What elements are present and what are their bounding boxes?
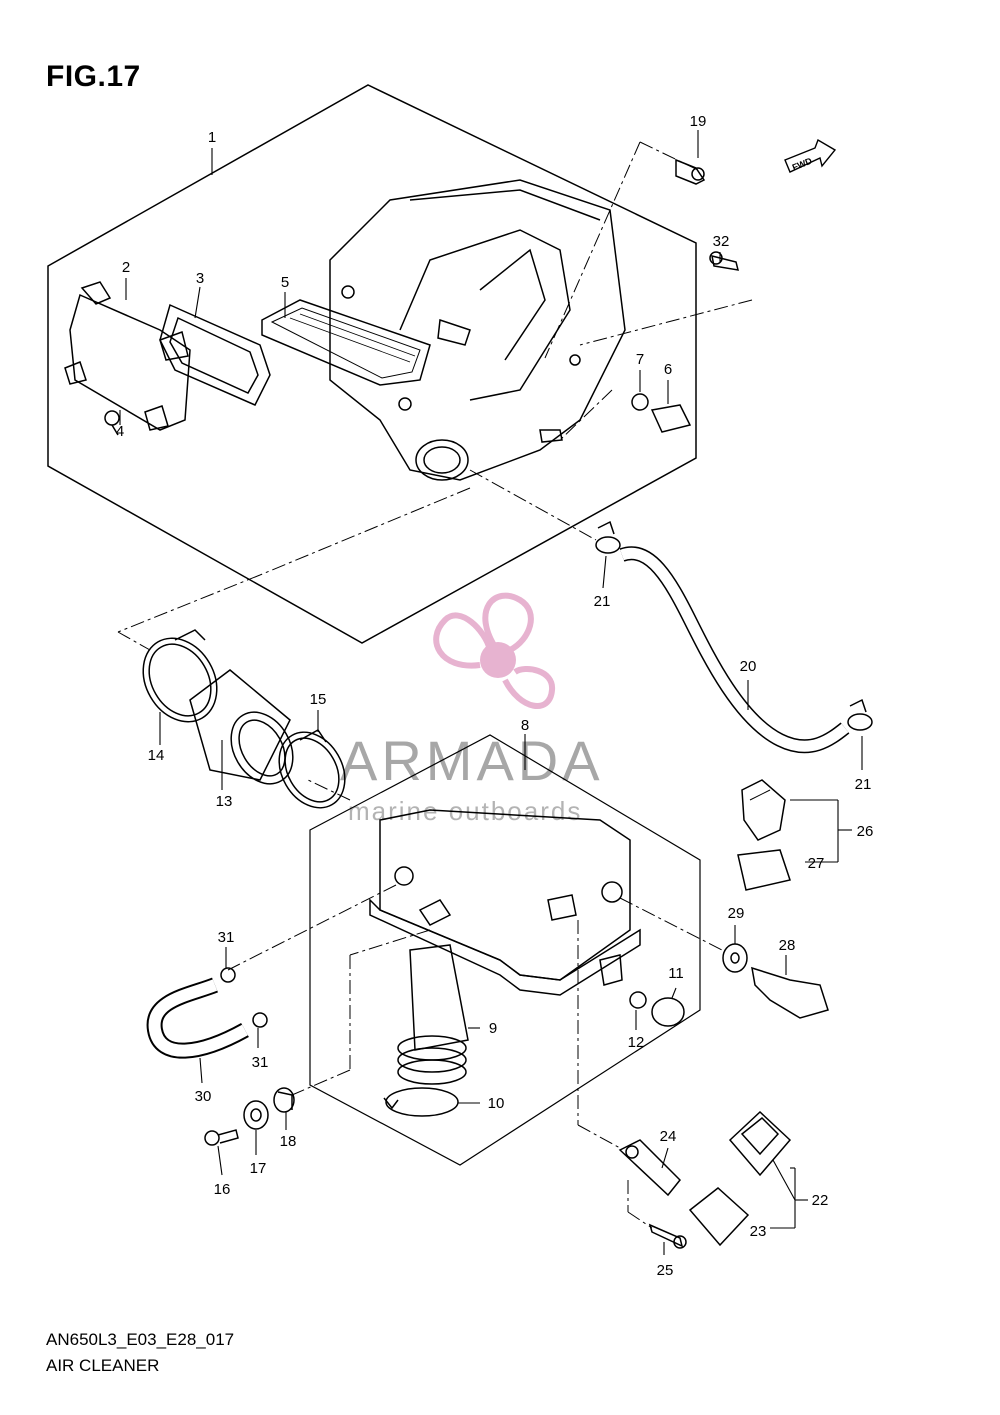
callout-17: 17 xyxy=(250,1160,267,1177)
callout-14: 14 xyxy=(148,747,165,764)
clamp-part-14 xyxy=(142,629,218,723)
callout-4: 4 xyxy=(116,423,124,440)
clamp-part-10 xyxy=(383,1087,459,1117)
callout-15: 15 xyxy=(310,691,327,708)
callout-1: 1 xyxy=(208,129,216,146)
callout-13: 13 xyxy=(216,793,233,810)
filter-element-part-5 xyxy=(261,299,431,386)
callout-11: 11 xyxy=(668,965,684,982)
clamp-part-21-lower xyxy=(847,698,873,731)
callout-28: 28 xyxy=(779,937,796,954)
callout-16: 16 xyxy=(214,1181,231,1198)
hose-part-20 xyxy=(619,546,850,754)
washer-part-29 xyxy=(722,943,748,973)
watermark-tagline: marine outboards xyxy=(348,796,583,826)
bracket-part-24 xyxy=(618,1139,682,1197)
assembly-outline-lower xyxy=(309,734,701,1166)
bracket-part-2 xyxy=(64,281,191,431)
drain-hose-part-9 xyxy=(397,944,469,1085)
callout-8: 8 xyxy=(521,717,529,734)
diagram-name: AIR CLEANER xyxy=(46,1356,160,1375)
diagram-code: AN650L3_E03_E28_017 xyxy=(46,1330,235,1349)
grommet-part-17 xyxy=(243,1100,269,1130)
reference-lines xyxy=(117,141,753,1229)
cap-part-6 xyxy=(650,404,692,433)
sensor-part-26 xyxy=(741,779,786,841)
callout-5: 5 xyxy=(281,274,289,291)
callout-3: 3 xyxy=(196,270,204,287)
callout-7: 7 xyxy=(636,351,644,368)
callout-31-lower: 31 xyxy=(252,1054,269,1071)
bolt-part-19 xyxy=(675,158,706,185)
assembly-outline-upper xyxy=(47,84,697,644)
callout-6: 6 xyxy=(664,361,672,378)
callout-9: 9 xyxy=(489,1020,497,1037)
sensor-part-22 xyxy=(728,1110,792,1177)
figure-title: FIG.17 xyxy=(46,60,141,93)
propeller-logo xyxy=(433,592,555,709)
clamp-part-15 xyxy=(278,729,346,809)
collar-part-18 xyxy=(273,1087,295,1113)
callout-30: 30 xyxy=(195,1088,212,1105)
callout-21-upper: 21 xyxy=(594,593,611,610)
cover-part-23 xyxy=(688,1187,750,1247)
gasket-part-3 xyxy=(159,303,271,406)
callout-31-upper: 31 xyxy=(218,929,235,946)
clip-part-12 xyxy=(629,991,647,1009)
bolt-part-16 xyxy=(204,1129,239,1146)
sensor-part-28 xyxy=(751,966,829,1019)
screw-part-25 xyxy=(648,1223,687,1249)
callout-12: 12 xyxy=(628,1034,645,1051)
screw-part-4 xyxy=(104,410,120,436)
callout-24: 24 xyxy=(660,1128,677,1145)
callout-27: 27 xyxy=(808,855,825,872)
air-cleaner-box-part-8 xyxy=(369,809,641,996)
callout-25: 25 xyxy=(657,1262,674,1279)
cover-part-27 xyxy=(737,849,791,891)
callout-32: 32 xyxy=(713,233,730,250)
callout-10: 10 xyxy=(488,1095,505,1112)
callout-21-lower: 21 xyxy=(855,776,872,793)
callout-29: 29 xyxy=(728,905,745,922)
air-cleaner-case-upper xyxy=(329,179,626,481)
callout-22: 22 xyxy=(812,1192,829,1209)
clip-part-31-lower xyxy=(252,1012,268,1028)
callout-20: 20 xyxy=(740,658,757,675)
clip-part-7 xyxy=(631,393,649,411)
callout-labels: 1 2 3 4 5 6 7 8 9 10 11 12 13 14 15 16 1… xyxy=(116,113,874,1279)
callout-19: 19 xyxy=(690,113,707,130)
clip-part-31-upper xyxy=(220,967,236,983)
fwd-arrow-icon: FWD xyxy=(784,138,837,173)
bolt-part-32 xyxy=(709,251,740,271)
clamp-part-21-upper xyxy=(595,520,621,554)
leader-lines xyxy=(119,130,863,1255)
callout-26: 26 xyxy=(857,823,874,840)
watermark-brand: ARMADA xyxy=(340,729,604,792)
callout-23: 23 xyxy=(750,1223,767,1240)
hose-part-30 xyxy=(146,977,249,1059)
callout-18: 18 xyxy=(280,1133,297,1150)
intake-duct-part-13 xyxy=(189,669,294,785)
cap-part-11 xyxy=(651,997,685,1027)
callout-2: 2 xyxy=(122,259,130,276)
